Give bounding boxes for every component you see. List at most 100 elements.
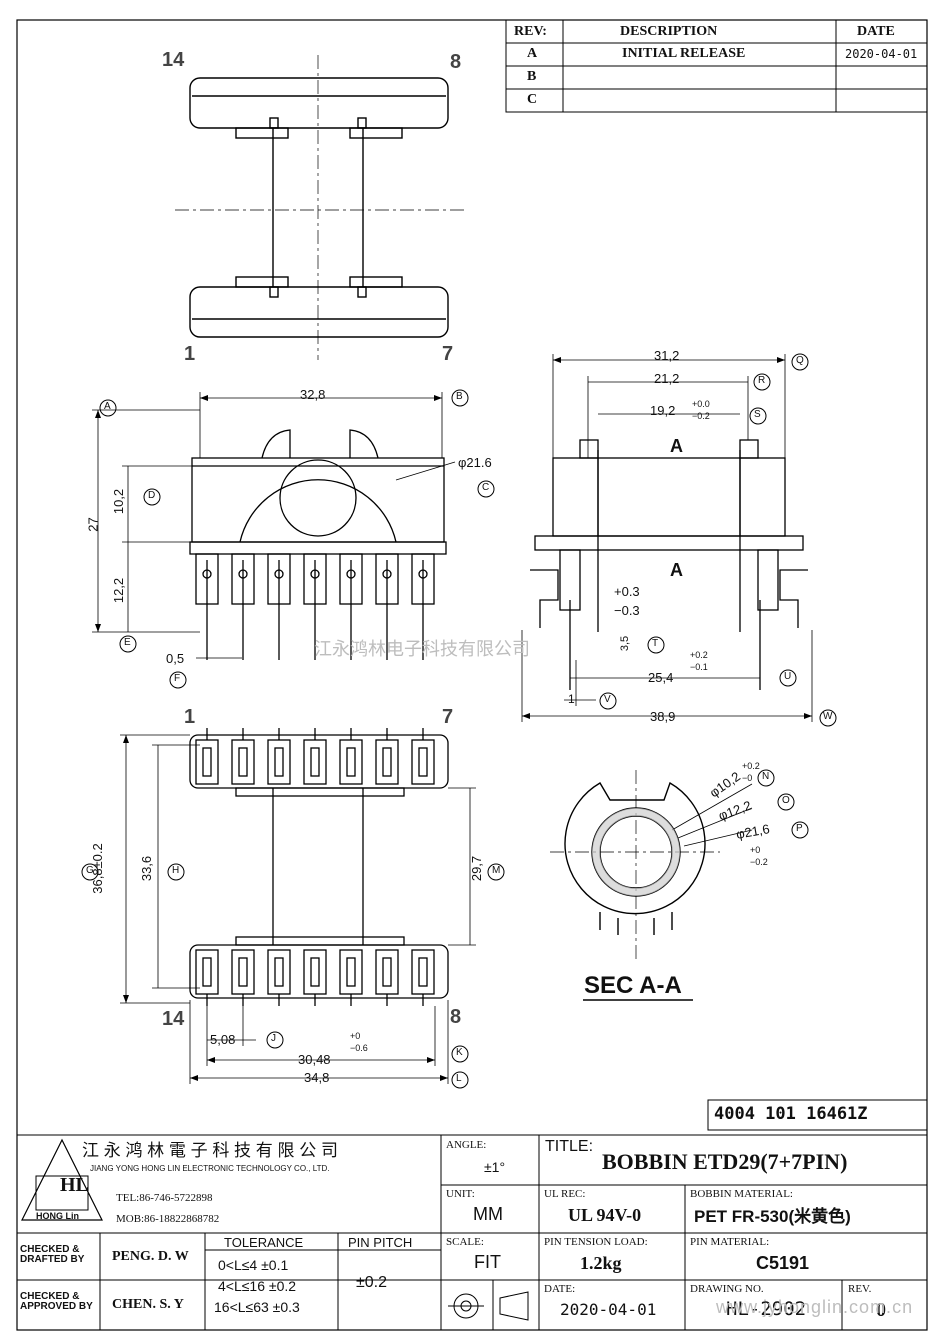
title-label: TITLE: xyxy=(545,1138,594,1155)
tol-plus: +0.2 xyxy=(742,761,760,771)
checked-label: CHECKED & DRAFTED BY xyxy=(20,1244,85,1265)
pin-number: 7 xyxy=(442,343,454,365)
marker: R xyxy=(758,375,766,386)
rev-b: B xyxy=(527,69,537,84)
description-header: DESCRIPTION xyxy=(620,24,718,39)
tolerance-label: TOLERANCE xyxy=(224,1235,304,1250)
company-logo-sub: HONG Lin xyxy=(36,1211,79,1221)
scale-label: SCALE: xyxy=(446,1236,484,1248)
dim-base-width: 38,9 xyxy=(650,709,676,724)
dim-pin-span: 30,48 xyxy=(298,1052,331,1067)
pin-number: 8 xyxy=(450,1006,462,1028)
rev-header: REV: xyxy=(514,24,547,39)
pin-number: 8 xyxy=(450,51,462,73)
marker: W xyxy=(823,711,833,722)
marker: O xyxy=(782,795,790,806)
marker: M xyxy=(492,865,501,876)
marker: K xyxy=(456,1047,463,1058)
approved-label: CHECKED & APPROVED BY xyxy=(20,1291,93,1312)
rev-a: A xyxy=(527,46,538,61)
dim-pin-width: 0,5 xyxy=(166,651,185,666)
rev-a-date: 2020-04-01 xyxy=(845,47,918,61)
rev-c: C xyxy=(527,92,538,107)
approved-value: CHEN. S. Y xyxy=(112,1297,184,1312)
dim-flange-gap: 10,2 xyxy=(111,488,127,515)
dim-pin-small: 3,5 xyxy=(619,635,632,652)
pin-number: 1 xyxy=(184,343,196,365)
tol-plus: +0.0 xyxy=(692,399,710,409)
section-label: A xyxy=(670,560,683,580)
tol-minus: −0.1 xyxy=(690,662,708,672)
marker: L xyxy=(456,1073,462,1084)
pin-pitch-label: PIN PITCH xyxy=(348,1235,413,1250)
scale-value: FIT xyxy=(474,1252,501,1272)
marker: T xyxy=(652,638,659,649)
company-mob: MOB:86-18822868782 xyxy=(116,1213,220,1225)
dim-tube-diameter: φ21.6 xyxy=(458,455,492,470)
marker: J xyxy=(271,1033,276,1044)
dim-pin-length: 12,2 xyxy=(111,577,127,604)
company-tel: TEL:86-746-5722898 xyxy=(116,1192,213,1204)
tol-minus: −0.3 xyxy=(614,603,640,618)
tol-minus: −0.6 xyxy=(350,1043,368,1053)
marker: A xyxy=(104,401,111,412)
tolerance-row: 16<L≤63 ±0.3 xyxy=(214,1299,300,1315)
unit-value: MM xyxy=(473,1204,503,1224)
dim-width: 32,8 xyxy=(300,387,326,402)
dim-pin-pitch: 5,08 xyxy=(210,1032,236,1047)
marker: G xyxy=(86,865,94,876)
website-watermark: www.jyhonglin.com.cn xyxy=(716,1297,914,1317)
marker: F xyxy=(174,673,181,684)
angle-value: ±1° xyxy=(484,1159,506,1175)
watermark: 江永鸿林电子科技有限公司 xyxy=(314,639,530,659)
part-number: 4004 101 16461Z xyxy=(714,1104,868,1124)
pin-material-label: PIN MATERIAL: xyxy=(690,1236,770,1248)
pin-pitch-value: ±0.2 xyxy=(356,1274,388,1291)
checked-value: PENG. D. W xyxy=(112,1249,189,1264)
section-view xyxy=(564,781,706,935)
drawing-title: BOBBIN ETD29(7+7PIN) xyxy=(602,1149,848,1174)
pin-number: 14 xyxy=(162,49,185,71)
marker: E xyxy=(124,637,131,648)
marker: N xyxy=(762,771,770,782)
pin-material-value: C5191 xyxy=(756,1253,810,1273)
dim-base-small: 1 xyxy=(568,692,575,706)
bottom-view xyxy=(189,728,449,1006)
tol-plus: +0 xyxy=(750,845,761,855)
marker: P xyxy=(796,823,803,834)
section-label: A xyxy=(670,436,683,456)
tolerance-row: 0<L≤4 ±0.1 xyxy=(218,1257,289,1273)
section-title: SEC A-A xyxy=(584,972,682,999)
rev-value: 0 xyxy=(876,1299,886,1321)
pin-number: 1 xyxy=(184,706,196,728)
tension-value: 1.2kg xyxy=(580,1253,622,1273)
marker: U xyxy=(784,671,792,682)
date-label: DATE: xyxy=(544,1283,576,1295)
material-label: BOBBIN MATERIAL: xyxy=(690,1188,793,1200)
marker: H xyxy=(172,865,180,876)
marker: B xyxy=(456,391,463,402)
date-value: 2020-04-01 xyxy=(560,1300,657,1319)
ul-label: UL REC: xyxy=(544,1188,586,1200)
rev-a-description: INITIAL RELEASE xyxy=(622,46,746,61)
marker: V xyxy=(604,694,611,705)
top-view xyxy=(189,77,449,338)
tol-plus: +0 xyxy=(350,1031,361,1041)
angle-label: ANGLE: xyxy=(446,1139,487,1151)
marker: D xyxy=(148,490,156,501)
tol-plus: +0.3 xyxy=(614,584,640,599)
ul-value: UL 94V-0 xyxy=(568,1205,642,1225)
unit-label: UNIT: xyxy=(446,1188,475,1200)
dim-width-flange: 21,2 xyxy=(654,371,680,386)
tol-minus: −0.2 xyxy=(750,857,768,867)
dim-width-top: 31,2 xyxy=(654,348,680,363)
drawing-number-value: HL-2902 xyxy=(726,1298,807,1320)
marker: C xyxy=(482,482,490,493)
company-name-en: JIANG YONG HONG LIN ELECTRONIC TECHNOLOG… xyxy=(90,1164,330,1173)
dim-height-total: 27 xyxy=(85,517,101,532)
company-logo: HL xyxy=(60,1174,89,1196)
tolerance-row: 4<L≤16 ±0.2 xyxy=(218,1278,297,1294)
side-view xyxy=(530,439,808,690)
